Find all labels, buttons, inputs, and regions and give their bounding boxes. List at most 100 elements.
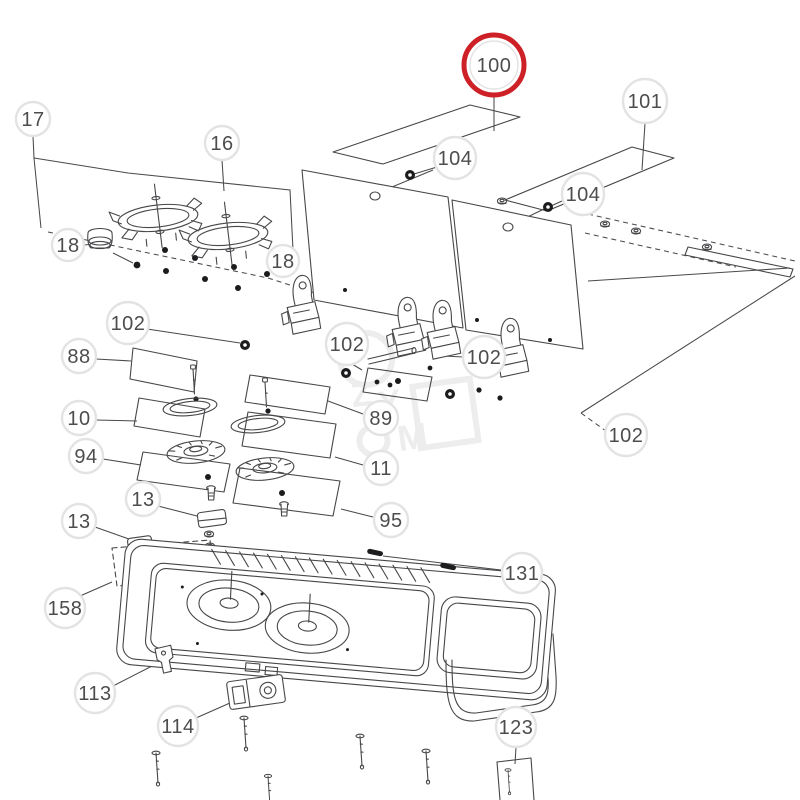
callout-ring (67, 437, 105, 475)
burner-assembly-left (129, 347, 231, 501)
leader-line (334, 456, 364, 466)
grommet-104-right (542, 201, 554, 213)
callout-131: 131 (500, 551, 544, 595)
callout-101: 101 (621, 77, 669, 125)
callout-ring (14, 100, 52, 138)
callout-88: 88 (60, 337, 98, 375)
leader-line (327, 400, 364, 415)
callout-ring (324, 321, 370, 367)
leader-line (94, 526, 130, 540)
mounting-screw (355, 733, 365, 770)
callout-label: 104 (566, 184, 601, 206)
screw-box-123 (496, 757, 535, 800)
glass-sheet-outline-left (332, 104, 521, 165)
callout-ring (560, 171, 606, 217)
leader-line (413, 166, 438, 175)
callout-ring (43, 586, 87, 630)
callout-ring (603, 412, 649, 458)
callout-13a: 13 (124, 480, 162, 518)
leader-line (95, 358, 132, 362)
leader-line (32, 135, 42, 229)
callout-label: 13 (131, 489, 154, 511)
sink-bowl (445, 633, 557, 722)
callout-label: 88 (67, 346, 90, 368)
callout-ring (461, 334, 507, 380)
leader-line (550, 200, 563, 207)
callout-label: 94 (74, 446, 97, 468)
callout-label: 113 (78, 683, 111, 705)
mounting-screw (263, 773, 273, 800)
callout-label: 114 (161, 716, 194, 738)
callout-label: 17 (21, 109, 44, 131)
leader-line (157, 505, 198, 517)
hinge-base-plate (362, 367, 433, 402)
gas-valve (226, 674, 286, 710)
callout-label: 102 (467, 347, 502, 369)
callout-label: 100 (477, 55, 512, 77)
mount-grommet (367, 548, 383, 557)
leader-line (112, 663, 157, 687)
callout-104a: 104 (432, 135, 478, 181)
callout-17: 17 (14, 100, 52, 138)
callout-114: 114 (156, 704, 200, 748)
callout-ring (105, 300, 151, 346)
glass-sheet-outline-right (504, 146, 675, 212)
leader-line (112, 252, 134, 264)
leader-line (95, 419, 138, 422)
callout-104b: 104 (560, 171, 606, 217)
mount-grommet (440, 562, 456, 571)
leader-lines (32, 95, 796, 765)
callout-label: 18 (271, 251, 294, 273)
callout-label: 16 (210, 133, 233, 155)
leader-line (146, 328, 241, 344)
callout-label: 95 (379, 510, 402, 532)
hinge-grommet (340, 367, 352, 379)
callout-ring (156, 704, 200, 748)
small-nut (630, 227, 642, 235)
cooktop-tray (116, 538, 556, 701)
callout-label: 101 (628, 91, 663, 113)
callout-ring (500, 551, 544, 595)
callout-ring (265, 243, 301, 279)
callout-label: 102 (111, 313, 146, 335)
callout-label: 102 (330, 334, 365, 356)
small-nut (701, 243, 713, 251)
leader-line (641, 122, 646, 171)
callout-balloons: 17 16 18 18 100 101 104 104 102 102 102 102 88 10 94 13… (14, 32, 669, 749)
leader-line (514, 746, 517, 765)
glass-lid-left (301, 169, 464, 329)
leader-line (33, 157, 294, 251)
sink-opening (436, 596, 542, 680)
callout-94: 94 (67, 437, 105, 475)
callout-ring (50, 227, 86, 263)
mounting-screw (421, 748, 431, 785)
callout-158: 158 (43, 586, 87, 630)
callout-label: 13 (67, 511, 90, 533)
callout-100-highlighted: 100 (461, 32, 527, 98)
burner-grate-right (176, 196, 277, 272)
callout-label: 10 (67, 408, 90, 430)
callout-ring (203, 124, 241, 162)
line-art (87, 104, 794, 800)
callout-ring (372, 501, 410, 539)
callout-ring (124, 480, 162, 518)
mounting-screw (239, 715, 249, 752)
callout-95: 95 (372, 501, 410, 539)
leader-line (340, 508, 374, 518)
leader-line (580, 275, 796, 414)
grate-screws (133, 247, 270, 291)
callout-89: 89 (362, 399, 400, 437)
leader-line-dashed (47, 231, 269, 279)
burner-well-right (264, 593, 350, 654)
callout-ring (621, 77, 669, 125)
callout-10: 10 (60, 399, 98, 437)
drainer-grooves (211, 548, 431, 584)
callout-label: 18 (56, 235, 79, 257)
lid-hole-right (502, 222, 514, 232)
ignition-electrode (154, 644, 174, 674)
burner-well-left (186, 570, 272, 631)
callout-102d: 102 (603, 412, 649, 458)
callout-label: 11 (370, 458, 392, 480)
callout-label: 123 (499, 717, 534, 739)
